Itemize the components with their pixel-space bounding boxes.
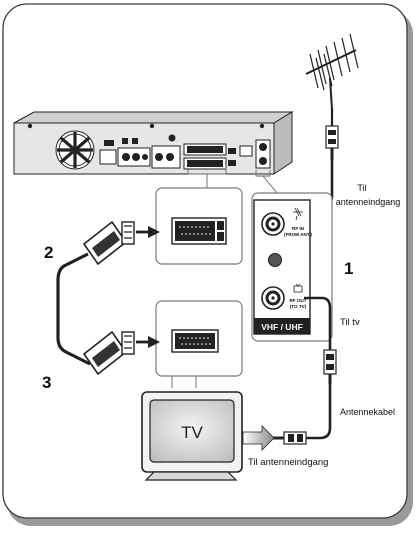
av-ports (99, 134, 271, 170)
label-til-tv: Til tv (340, 317, 360, 328)
tv-label: TV (181, 423, 203, 442)
scart-plug-top (82, 220, 135, 266)
rf-out-sublabel: (TO TV) (290, 304, 307, 309)
step-number-2: 2 (44, 243, 53, 262)
scart-callout-bottom (155, 300, 243, 377)
direction-arrow (242, 425, 275, 451)
tv-antenna-cable (242, 296, 337, 451)
label-til-antenneindgang-bottom: Til antenneindgang (248, 457, 328, 468)
antenna-symbol-icon (293, 207, 303, 221)
rf-middle-knob (268, 253, 282, 267)
fan-icon (55, 130, 95, 170)
television (141, 391, 243, 481)
scart-callout-top (155, 187, 243, 265)
rf-in-connector (261, 207, 303, 236)
rf-callout (251, 192, 333, 342)
rf-out-label: RF OUT (289, 298, 306, 303)
rf-in-sublabel: (FROM ANT.) (284, 232, 312, 237)
label-antennekabel: Antennekabel (340, 407, 395, 417)
antenna-icon (305, 33, 359, 111)
recorder-back-panel (13, 111, 294, 175)
rf-in-label: RF IN (292, 226, 305, 231)
step-number-3: 3 (42, 373, 51, 392)
label-til-top: Til (357, 183, 366, 193)
label-antenneindgang-top: antenneindgang (336, 197, 401, 207)
scart-plug-bottom (82, 330, 135, 376)
scart-cable (56, 220, 160, 376)
rf-out-connector (261, 283, 303, 310)
step-number-1: 1 (344, 259, 353, 278)
vhf-uhf-label: VHF / UHF (261, 322, 303, 332)
